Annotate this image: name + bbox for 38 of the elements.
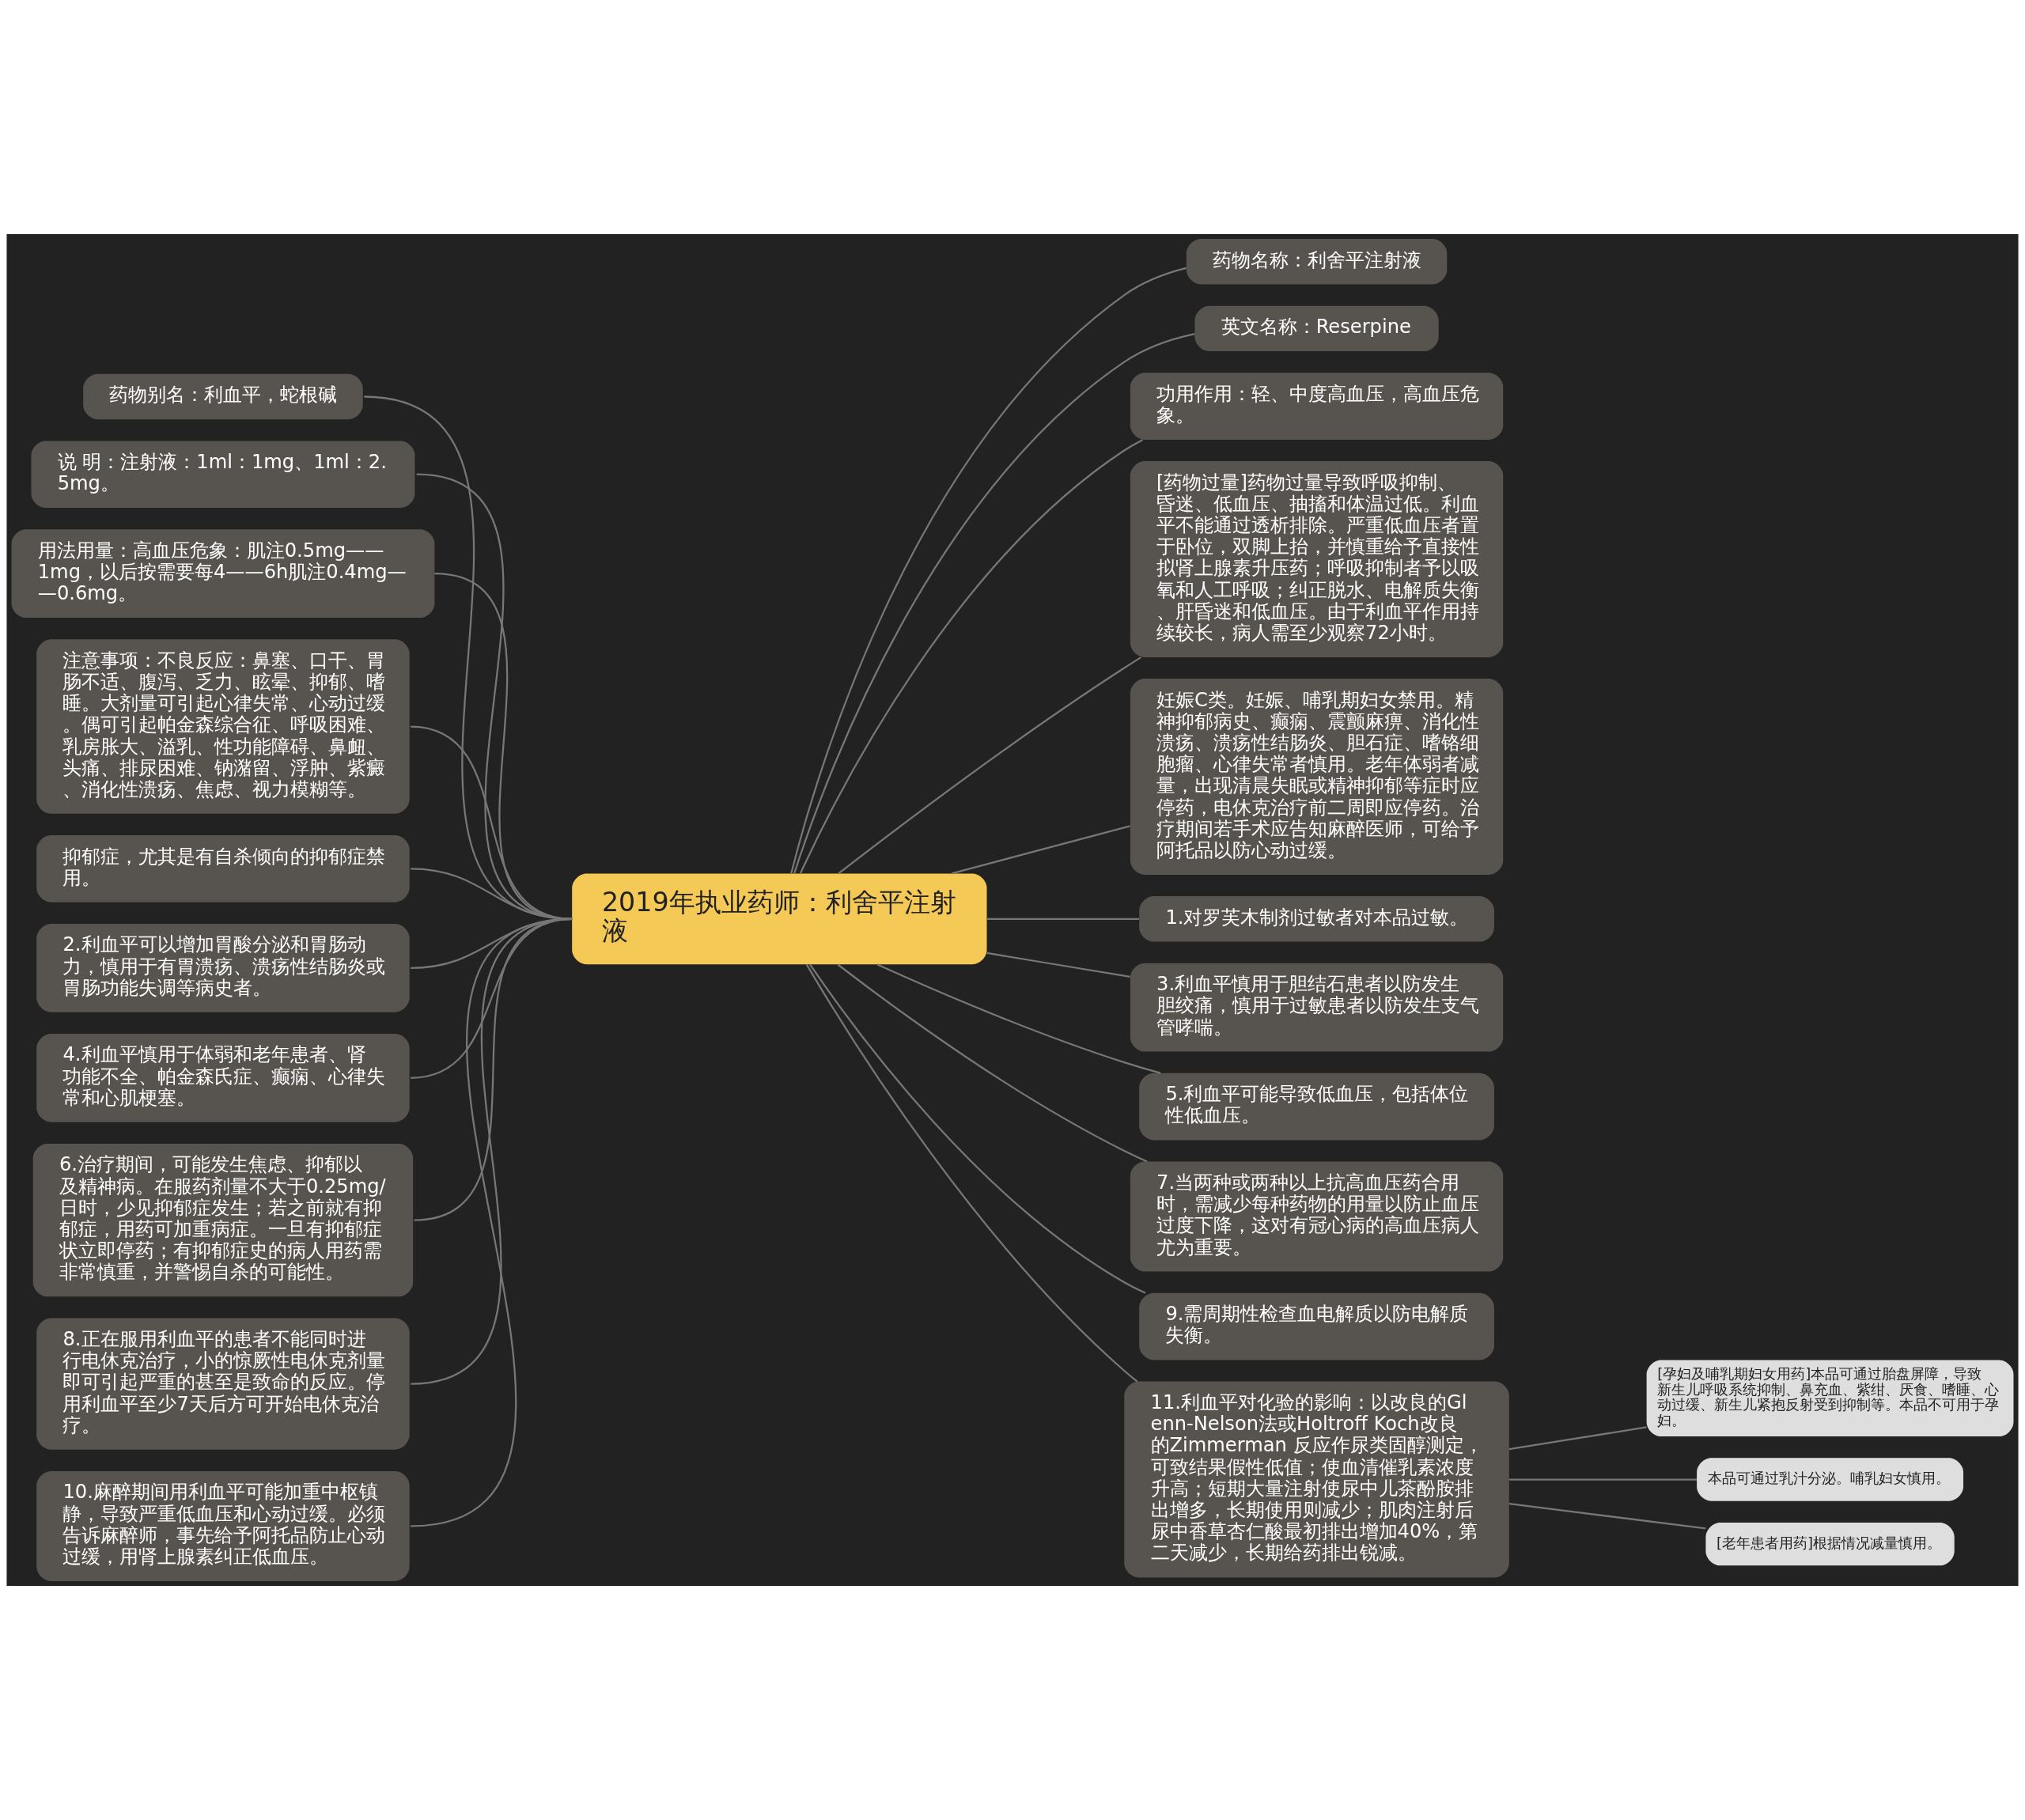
- connector: [800, 439, 1143, 874]
- node-box: 注意事项：不良反应：鼻塞、口干、胃肠不适、腹泻、乏力、眩晕、抑郁、嗜睡。大剂量可引起心律失常、心动过缓。偶可引起帕金森综合征、呼吸困难、乳房胀大、溢乳、性功能障碍、鼻衄、头痛、排尿困难、钠潴留、浮肿、紫癜、消化性溃疡、焦虑、视力模糊等。: [36, 639, 410, 814]
- node-box: 9.需周期性检查血电解质以防电解质失衡。: [1139, 1292, 1494, 1360]
- connector: [1509, 1478, 1698, 1481]
- connector: [1508, 1502, 1706, 1530]
- node-box: 用法用量：高血压危象：肌注0.5mg——1mg，以后按需要每4——6h肌注0.4mg——0.6mg。: [11, 529, 435, 619]
- connector: [951, 825, 1130, 875]
- node-box: 4.利血平慎用于体弱和老年患者、肾功能不全、帕金森氏症、癫痫、心律失常和心肌梗塞。: [36, 1033, 410, 1122]
- node-box: 妊娠C类。妊娠、哺乳期妇女禁用。精神抑郁病史、癫痫、震颤麻痹、消化性溃疡、溃疡性结肠炎、胆石症、嗜铬细胞瘤、心律失常者慎用。老年体弱者减量，出现清晨失眠或精神抑郁等症时应停药，电休克治疗前二周即应停药。治疗期间若手术应告知麻醉医师，可给予阿托品以防心动过缓。: [1130, 679, 1504, 875]
- node-box: 功用作用：轻、中度高血压，高血压危象。: [1130, 373, 1504, 440]
- node-box: 药物别名：利血平，蛇根碱: [83, 373, 363, 420]
- node-box: [孕妇及哺乳期妇女用药]本品可通过胎盘屏障，导致新生儿呼吸系统抑制、鼻充血、紫绀、厌食、嗜睡、心动过缓、新生儿紧抱反射受到抑制等。本品不可用于孕妇。: [1646, 1360, 2014, 1437]
- node-box: 抑郁症，尤其是有自杀倾向的抑郁症禁用。: [36, 835, 410, 902]
- node-box: 6.治疗期间，可能发生焦虑、抑郁以及精神病。在服药剂量不大于0.25mg/日时，少见抑郁症发生；若之前就有抑郁症，用药可加重病症。一旦有抑郁症状立即停药；有抑郁症史的病人用药需非常慎重，并警惕自杀的可能性。: [32, 1143, 414, 1297]
- node-box: 5.利血平可能导致低血压，包括体位性低血压。: [1139, 1073, 1494, 1141]
- node-box: 2.利血平可以增加胃酸分泌和胃肠动力，慎用于有胃溃疡、溃疡性结肠炎或胃肠功能失调等病史者。: [36, 923, 410, 1012]
- connector: [876, 963, 1161, 1074]
- node-box: 1.对罗芙木制剂过敏者对本品过敏。: [1139, 896, 1494, 942]
- connector: [838, 656, 1141, 875]
- node-box: 说 明：注射液：1ml：1mg、1ml：2.5mg。: [31, 441, 415, 509]
- connector: [805, 963, 1138, 1383]
- node-box: 药物名称：利舍平注射液: [1186, 239, 1448, 285]
- node-box: 本品可通过乳汁分泌。哺乳妇女慎用。: [1697, 1458, 1964, 1501]
- node-box: 2019年执业药师：利舍平注射液: [572, 873, 987, 965]
- node-box: [药物过量]药物过量导致呼吸抑制、昏迷、低血压、抽搐和体温过低。利血平不能通过透析排除。严重低血压者置于卧位，双脚上抬，并慎重给予直接性拟肾上腺素升压药；呼吸抑制者予以吸氧和人工呼吸；纠正脱水、电解质失衡、肝昏迷和低血压。由于利血平作用持续较长，病人需至少观察72小时。: [1130, 461, 1504, 657]
- connector: [986, 952, 1130, 978]
- connector: [809, 963, 1146, 1294]
- connector: [837, 963, 1148, 1163]
- node-box: [老年患者用药]根据情况减量慎用。: [1705, 1522, 1955, 1566]
- node-box: 10.麻醉期间用利血平可能加重中枢镇静，导致严重低血压和心动过缓。必须告诉麻醉师，事先给予阿托品防止心动过缓，用肾上腺素纠正低血压。: [36, 1470, 410, 1581]
- node-box: 英文名称：Reserpine: [1194, 305, 1439, 352]
- node-box: 3.利血平慎用于胆结石患者以防发生胆绞痛，慎用于过敏患者以防发生支气管哮喘。: [1130, 963, 1504, 1052]
- node-box: 7.当两种或两种以上抗高血压药合用时，需减少每种药物的用量以防止血压过度下降，这对有冠心病的高血压病人尤为重要。: [1130, 1161, 1504, 1272]
- connector: [986, 918, 1139, 920]
- node-box: 8.正在服用利血平的患者不能同时进行电休克治疗，小的惊厥性电休克剂量即可引起严重的甚至是致命的反应。停用利血平至少7天后方可开始电休克治疗。: [36, 1318, 410, 1450]
- connector: [1508, 1426, 1647, 1451]
- connector: [410, 918, 573, 1527]
- node-box: 11.利血平对化验的影响：以改良的Glenn-Nelson法或Holtroff Koch改良的Zimmerman 反应作尿类固醇测定，可致结果假性低值；使血清催乳素浓度升高；短期大量注射使尿中儿茶酚胺排出增多，长期使用则减少；肌肉注射后尿中香草杏仁酸最初排出增加40%，第二天减少，长期给药排出锐减。: [1124, 1381, 1509, 1578]
